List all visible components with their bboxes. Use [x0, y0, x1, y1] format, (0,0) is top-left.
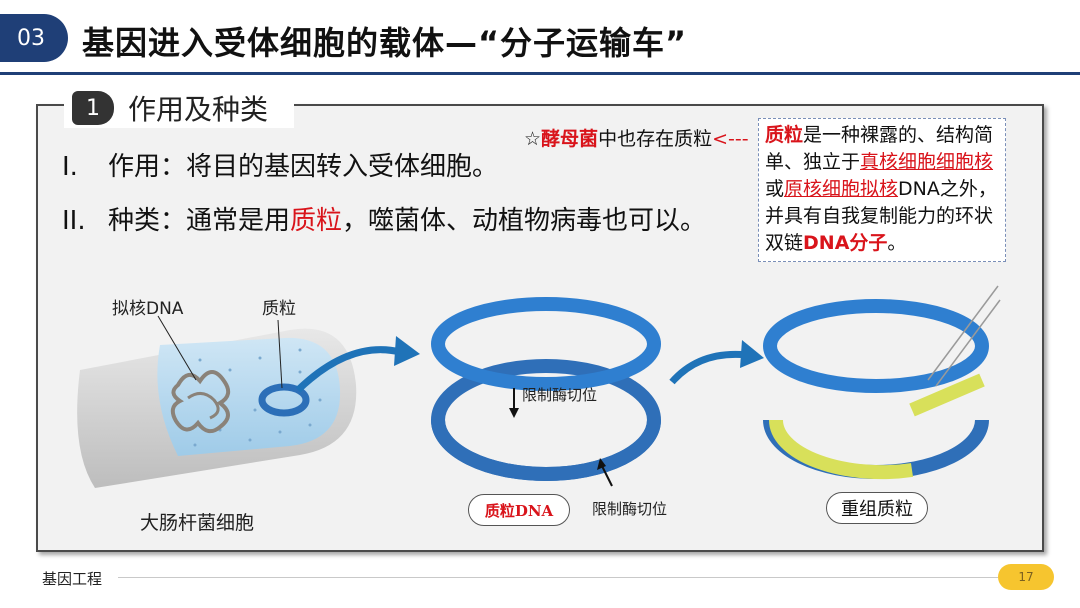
recombinant-plasmid-label: 重组质粒	[826, 492, 928, 524]
item-text: ，噬菌体、动植物病毒也可以。	[342, 206, 707, 236]
ecoli-cell-label: 大肠杆菌细胞	[140, 512, 255, 534]
definition-text: 或	[765, 178, 785, 200]
recombinant-plasmid	[763, 285, 1001, 480]
definition-underline: 真核细胞细胞核	[860, 151, 994, 173]
footer-course-title: 基因工程	[42, 570, 103, 588]
cut-site-label: 限制酶切位	[522, 386, 598, 404]
item-highlight: 质粒	[290, 206, 343, 236]
cut-site-label: 限制酶切位	[592, 500, 668, 518]
section-tag-title: 作用及种类	[128, 93, 269, 126]
header-divider	[0, 72, 1080, 75]
section-number-badge: 03	[0, 14, 68, 62]
arrow-right-icon	[295, 346, 401, 393]
section-tag: 1 作用及种类	[64, 88, 294, 128]
definition-text: 。	[887, 232, 907, 254]
nucleoid-dna-label: 拟核DNA	[112, 299, 184, 319]
yeast-text: 中也存在质粒	[598, 128, 713, 150]
plasmid-definition-box: 质粒是一种裸露的、结构简单、独立于真核细胞细胞核或原核细胞拟核DNA之外，并具有…	[758, 118, 1006, 262]
yeast-note: ☆酵母菌中也存在质粒<---	[524, 124, 749, 151]
slide-header: 03 基因进入受体细胞的载体—“分子运输车”	[0, 0, 1080, 78]
yeast-highlight: 酵母菌	[541, 128, 599, 150]
ecoli-cell	[77, 315, 357, 488]
arrow-right-icon	[669, 350, 749, 385]
item-roman: I.	[62, 152, 78, 182]
item-function: I. 作用：将目的基因转入受体细胞。	[62, 146, 498, 183]
section-tag-number: 1	[72, 91, 114, 125]
footer-divider	[118, 577, 998, 578]
plasmid-ring	[431, 297, 661, 487]
plasmid-label: 质粒	[262, 299, 296, 319]
definition-text: DNA之外，并具有自我复制能力的环状双链	[765, 178, 997, 254]
item-roman: II.	[62, 206, 86, 236]
cytoplasm-dots	[193, 348, 322, 447]
item-text: 作用：将目的基因转入受体细胞。	[108, 152, 499, 182]
arrow-left-icon: <---	[712, 128, 749, 150]
arrowhead-icon	[740, 340, 764, 368]
plasmid-dna-label: 质粒DNA	[468, 494, 570, 526]
definition-term-dna: DNA分子	[803, 232, 888, 254]
item-types: II. 种类：通常是用质粒，噬菌体、动植物病毒也可以。	[62, 200, 706, 237]
arrowhead-icon	[394, 336, 420, 366]
definition-text: 是一种裸露的、结构简单、独立于	[765, 124, 994, 173]
definition-underline: 原核细胞拟核	[784, 178, 899, 200]
page-number-badge: 17	[998, 564, 1054, 590]
slide-title: 基因进入受体细胞的载体—“分子运输车”	[82, 24, 688, 62]
definition-term: 质粒	[765, 124, 804, 146]
star-icon: ☆	[524, 128, 542, 150]
item-text: 种类：通常是用	[108, 206, 291, 236]
